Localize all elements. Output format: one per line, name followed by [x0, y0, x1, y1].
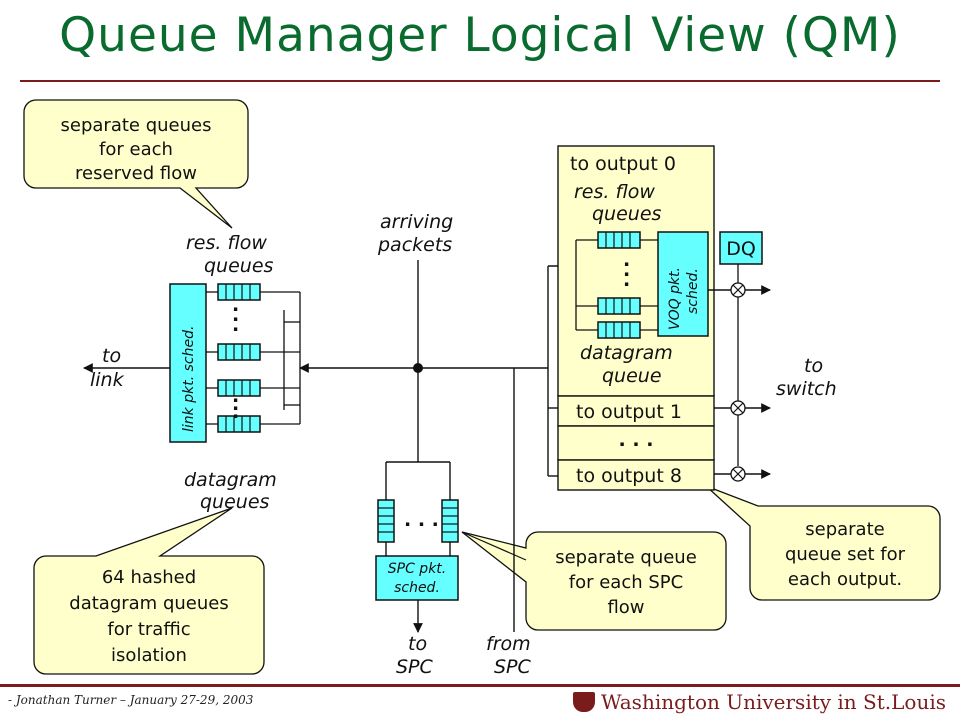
callout-reserved-flows: separate queues for each reserved flow [23, 99, 249, 229]
to-spc-label-1: to [408, 633, 427, 655]
to-output-8-label: to output 8 [576, 465, 682, 487]
link-pkt-sched: link pkt. sched. [169, 283, 207, 443]
title-divider [20, 80, 940, 82]
res-flow-queues-label-2: queues [204, 255, 274, 277]
footer-text: - Jonathan Turner – January 27-29, 2003 [8, 693, 254, 707]
spc-pkt-sched: SPC pkt. sched. [375, 555, 459, 601]
dq-label: DQ [726, 238, 756, 260]
out0-res-flow-label-1: res. flow [574, 181, 655, 203]
svg-text:.: . [232, 401, 239, 423]
callout-datagram-line4: isolation [111, 645, 187, 666]
arriving-packets-label-2: packets [377, 234, 452, 256]
callout-reserved-line1: separate queues [61, 115, 212, 136]
output-1-box: to output 1 [557, 395, 715, 427]
svg-text:.: . [623, 249, 630, 271]
from-spc-label-2: SPC [494, 656, 532, 678]
svg-text:.: . [232, 304, 239, 326]
dq-box: DQ [719, 231, 763, 265]
to-output-0-label: to output 0 [570, 153, 676, 175]
dq-node-1 [730, 400, 746, 416]
callout-output-line1: separate [805, 519, 884, 540]
output-ellipsis-box: . . . [557, 425, 715, 461]
callout-datagram-line2: datagram queues [69, 593, 228, 614]
svg-text:.: . [232, 393, 239, 415]
callout-reserved-line2: for each [99, 139, 173, 160]
svg-text:.: . [232, 314, 239, 336]
out0-datagram-label-2: queue [602, 365, 662, 387]
queue-manager-diagram: separate queues for each reserved flow 6… [23, 99, 941, 678]
voq-pkt-sched-label-2: sched. [685, 268, 701, 314]
callout-reserved-line3: reserved flow [75, 163, 197, 184]
callout-datagram-line3: for traffic [107, 619, 190, 640]
spc-queues: . . . [377, 499, 459, 543]
callout-spc-line1: separate queue [555, 547, 697, 568]
link-pkt-sched-label: link pkt. sched. [181, 326, 197, 432]
voq-pkt-sched-label-1: VOQ pkt. [667, 267, 683, 330]
callout-spc-line3: flow [607, 597, 644, 618]
callout-output-line2: queue set for [785, 544, 906, 565]
out0-res-flow-label-2: queues [592, 203, 662, 225]
datagram-queues-label-2: queues [200, 491, 270, 513]
from-spc-label-1: from [486, 633, 531, 655]
link-fanout [260, 291, 301, 425]
svg-text:. . .: . . . [404, 509, 439, 531]
callout-datagram-line1: 64 hashed [102, 567, 196, 588]
page-title: Queue Manager Logical View (QM) [59, 8, 901, 63]
callout-spc-flows: separate queue for each SPC flow [461, 531, 727, 631]
footer-divider [0, 684, 960, 687]
svg-text:.: . [623, 259, 630, 281]
svg-text:.: . [232, 294, 239, 316]
shield-icon [572, 692, 595, 712]
dq-node-0 [730, 282, 746, 298]
res-flow-queues-label-1: res. flow [186, 232, 267, 254]
svg-text:.: . [232, 385, 239, 407]
callout-spc-line2: for each SPC [569, 572, 683, 593]
to-link-label-2: link [90, 369, 125, 391]
svg-text:.: . [623, 269, 630, 291]
link-queues: . . . . . . [206, 283, 261, 433]
university-brand: Washington University in St.Louis [572, 690, 946, 714]
arriving-packets-label-1: arriving [380, 211, 453, 233]
output-8-box: to output 8 [557, 459, 715, 491]
spc-pkt-sched-label-2: sched. [394, 580, 440, 596]
to-link-label-1: to [102, 345, 121, 367]
output-0-queues: . . . [575, 231, 658, 339]
to-switch-label-2: switch [776, 378, 837, 400]
output-ellipsis: . . . [619, 429, 654, 451]
to-output-1-label: to output 1 [576, 401, 682, 423]
to-spc-label-2: SPC [396, 656, 434, 678]
datagram-queues-label-1: datagram [184, 469, 277, 491]
callout-datagram-queues: 64 hashed datagram queues for traffic is… [33, 507, 265, 675]
spc-pkt-sched-label-1: SPC pkt. [388, 561, 447, 577]
callout-output-queue-set: separate queue set for each output. [705, 485, 941, 601]
callout-output-line3: each output. [788, 569, 902, 590]
voq-pkt-sched: VOQ pkt. sched. [657, 231, 709, 337]
university-name: Washington University in St.Louis [600, 690, 946, 714]
to-switch-label-1: to [804, 355, 823, 377]
dq-node-8 [730, 466, 746, 482]
out0-datagram-label-1: datagram [580, 342, 673, 364]
